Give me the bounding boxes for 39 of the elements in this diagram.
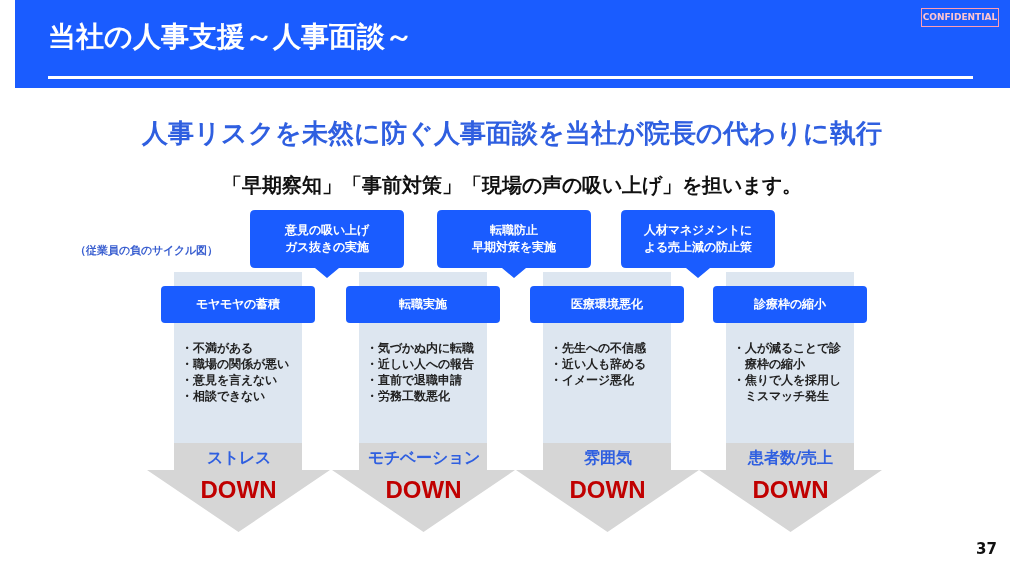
bullet-text: ・職場の関係が悪い	[181, 356, 290, 372]
callout-text: 意見の吸い上げガス抜きの実施	[284, 222, 370, 256]
down-label: DOWN	[199, 476, 278, 504]
bullet-text: ・意見を言えない	[181, 372, 278, 388]
bullet-text: ・直前で退職申請	[366, 372, 463, 388]
heading-box: 医療環境悪化	[530, 286, 684, 323]
metric-label: モチベーション	[366, 448, 481, 469]
downward-panel	[332, 272, 515, 532]
bullet-text: ・先生への不信感	[550, 340, 647, 356]
down-label: DOWN	[568, 476, 647, 504]
page-number: 37	[976, 540, 997, 558]
heading-box: モヤモヤの蓄積	[161, 286, 315, 323]
bullet-text: ・相談できない	[181, 388, 266, 404]
downward-panel	[699, 272, 882, 532]
callout-text: 人材マネジメントによる売上減の防止策	[643, 222, 753, 256]
metric-label: ストレス	[205, 448, 272, 469]
callout-text: 早期対策を実施	[472, 239, 556, 256]
down-label: DOWN	[384, 476, 463, 504]
note-text: （従業員の負のサイクル図）	[75, 243, 218, 258]
subheadline-text: 「早期察知」「事前対策」「現場の声の吸い上げ」を担います。	[221, 172, 803, 199]
heading-box: 転職実施	[346, 286, 500, 323]
bullet-text: ・気づかぬ内に転職	[366, 340, 475, 356]
bullet-text: ・イメージ悪化	[550, 372, 635, 388]
bullet-text: ・近い人も辞める	[550, 356, 647, 372]
bullet-text: ・人が減ることで診療枠の縮小	[733, 340, 842, 372]
callout-text: 転職防止	[490, 222, 538, 239]
downward-panel	[516, 272, 699, 532]
bullet-text: ・近しい人への報告	[366, 356, 475, 372]
heading-box: 診療枠の縮小	[713, 286, 867, 323]
metric-label: 雰囲気	[582, 448, 633, 469]
downward-panel	[147, 272, 330, 532]
bullet-text: ・焦りで人を採用しミスマッチ発生	[733, 372, 842, 404]
slide-title: 当社の人事支援～人事面談～	[48, 19, 413, 55]
bullet-text: ・不満がある	[181, 340, 254, 356]
bullet-text: ・労務工数悪化	[366, 388, 451, 404]
stamp-label: CONFIDENTIAL	[921, 8, 999, 27]
down-label: DOWN	[751, 476, 830, 504]
headline-text: 人事リスクを未然に防ぐ人事面談を当社が院長の代わりに執行	[141, 117, 883, 150]
metric-label: 患者数/売上	[746, 448, 835, 469]
